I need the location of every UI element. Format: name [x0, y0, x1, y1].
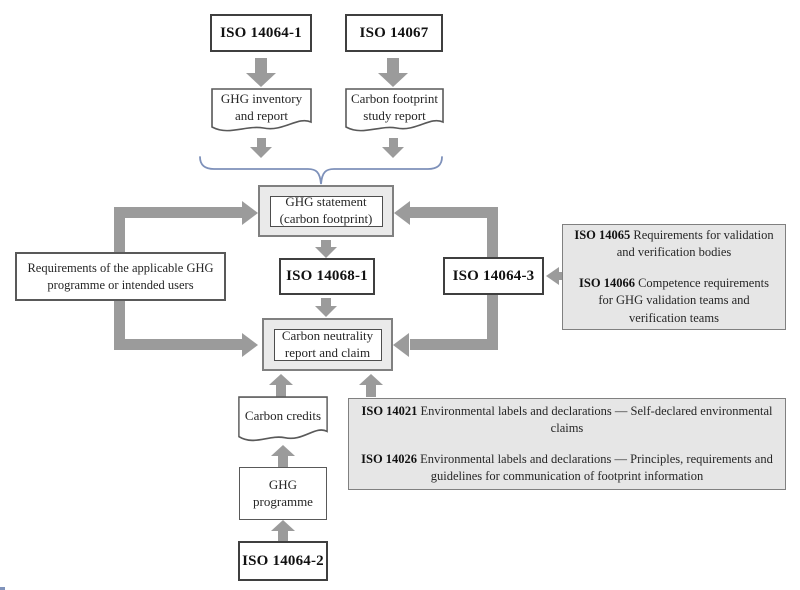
node-label-line: programme — [253, 493, 313, 509]
node-label-line: GHG statement — [285, 194, 367, 210]
iso-text: Environmental labels and declarations — … — [420, 451, 773, 484]
document-shape-icon — [238, 396, 328, 442]
node-label-line: (carbon footprint) — [279, 211, 373, 226]
iso-text: Competence requirements for GHG validati… — [598, 275, 769, 325]
node-label-line: programme or intended users — [47, 277, 194, 292]
arrow-shaft — [278, 530, 288, 541]
arrow-shaft — [114, 301, 125, 345]
doc-ghg-inventory-report: GHG inventory and report — [211, 88, 312, 136]
node-label-line: GHG — [268, 476, 298, 492]
doc-label: GHG inventory and report — [211, 88, 312, 127]
doc-label-line: study report — [363, 107, 426, 123]
arrow-shaft — [410, 207, 498, 218]
iso-code: ISO 14066 — [579, 275, 635, 290]
node-label-line: Carbon neutrality — [281, 327, 374, 343]
node-carbon-neutrality-inner: Carbon neutrality report and claim — [273, 327, 382, 361]
doc-label-line: Carbon credits — [244, 408, 322, 424]
note-item: ISO 14021 Environmental labels and decla… — [359, 403, 775, 438]
arrow-head-left-icon — [394, 201, 410, 225]
note-item: ISO 14026 Environmental labels and decla… — [359, 451, 775, 486]
node-iso-14068-1: ISO 14068-1 — [279, 258, 375, 295]
brace-icon — [199, 156, 443, 185]
arrow-shaft — [321, 298, 331, 307]
arrow-head-left-icon — [393, 333, 409, 357]
arrow-shaft — [114, 207, 125, 252]
iso-code: ISO 14065 — [574, 227, 631, 242]
scan-artifact — [0, 587, 5, 590]
arrow-shaft — [487, 295, 498, 345]
arrow-head-down-icon — [315, 247, 337, 258]
node-iso-14064-3: ISO 14064-3 — [443, 257, 544, 295]
note-panel-verification: ISO 14065 Requirements for validation an… — [562, 224, 786, 330]
arrow-shaft — [255, 58, 267, 74]
note-item: ISO 14066 Competence requirements for GH… — [573, 275, 775, 328]
arrow-head-down-icon — [315, 306, 337, 317]
node-ghg-programme-requirements: Requirements of the applicable GHG progr… — [15, 252, 226, 301]
arrow-shaft — [321, 240, 331, 248]
note-panel-environmental-labels: ISO 14021 Environmental labels and decla… — [348, 398, 786, 490]
node-label: ISO 14064-2 — [242, 552, 324, 569]
node-label-line: Requirements of the applicable GHG — [27, 261, 214, 276]
doc-label-line: GHG inventory — [220, 91, 303, 107]
arrow-head-up-icon — [271, 445, 295, 456]
node-ghg-statement: GHG statement (carbon footprint) — [258, 185, 394, 237]
node-label: ISO 14064-3 — [452, 267, 535, 284]
arrow-head-up-icon — [359, 374, 383, 385]
arrow-head-right-icon — [242, 333, 258, 357]
iso-text: Requirements for validation and verifica… — [616, 227, 774, 260]
arrow-head-up-icon — [269, 374, 293, 385]
arrow-head-right-icon — [242, 201, 258, 225]
arrow-shaft — [410, 339, 498, 350]
node-iso-14067: ISO 14067 — [345, 14, 443, 52]
arrow-head-down-icon — [250, 147, 272, 158]
arrow-head-left-icon — [546, 267, 559, 285]
node-label-line: report and claim — [284, 344, 371, 360]
arrow-shaft — [278, 455, 288, 467]
iso-code: ISO 14021 — [361, 403, 418, 418]
arrow-shaft — [276, 384, 286, 397]
arrow-head-down-icon — [378, 73, 408, 87]
arrow-shaft — [257, 138, 266, 148]
node-label: ISO 14067 — [359, 24, 429, 41]
document-shape-icon — [345, 88, 444, 132]
document-shape-icon — [211, 88, 312, 132]
doc-label: Carbon credits — [238, 396, 328, 437]
arrow-shaft — [114, 207, 242, 218]
arrow-shaft — [389, 138, 398, 148]
node-ghg-programme: GHG programme — [239, 467, 327, 520]
doc-label-line: and report — [234, 107, 289, 123]
arrow-head-down-icon — [246, 73, 276, 87]
node-ghg-statement-inner: GHG statement (carbon footprint) — [269, 194, 383, 227]
node-label: ISO 14064-1 — [220, 24, 302, 41]
doc-carbon-footprint-study: Carbon footprint study report — [345, 88, 444, 136]
doc-label: Carbon footprint study report — [345, 88, 444, 127]
iso-code: ISO 14026 — [361, 451, 418, 466]
arrow-shaft — [487, 207, 498, 258]
iso-text: Environmental labels and declarations — … — [420, 403, 773, 436]
arrow-shaft — [366, 384, 376, 397]
doc-label-line: Carbon footprint — [350, 91, 438, 107]
arrow-shaft — [114, 339, 242, 350]
arrow-head-down-icon — [382, 147, 404, 158]
node-iso-14064-1: ISO 14064-1 — [210, 14, 312, 52]
node-iso-14064-2: ISO 14064-2 — [238, 541, 328, 581]
arrow-head-up-icon — [271, 520, 295, 531]
arrow-shaft — [387, 58, 399, 74]
note-item: ISO 14065 Requirements for validation an… — [573, 227, 775, 262]
node-label: ISO 14068-1 — [286, 268, 368, 284]
node-carbon-neutrality: Carbon neutrality report and claim — [262, 318, 393, 371]
doc-carbon-credits: Carbon credits — [238, 396, 328, 446]
